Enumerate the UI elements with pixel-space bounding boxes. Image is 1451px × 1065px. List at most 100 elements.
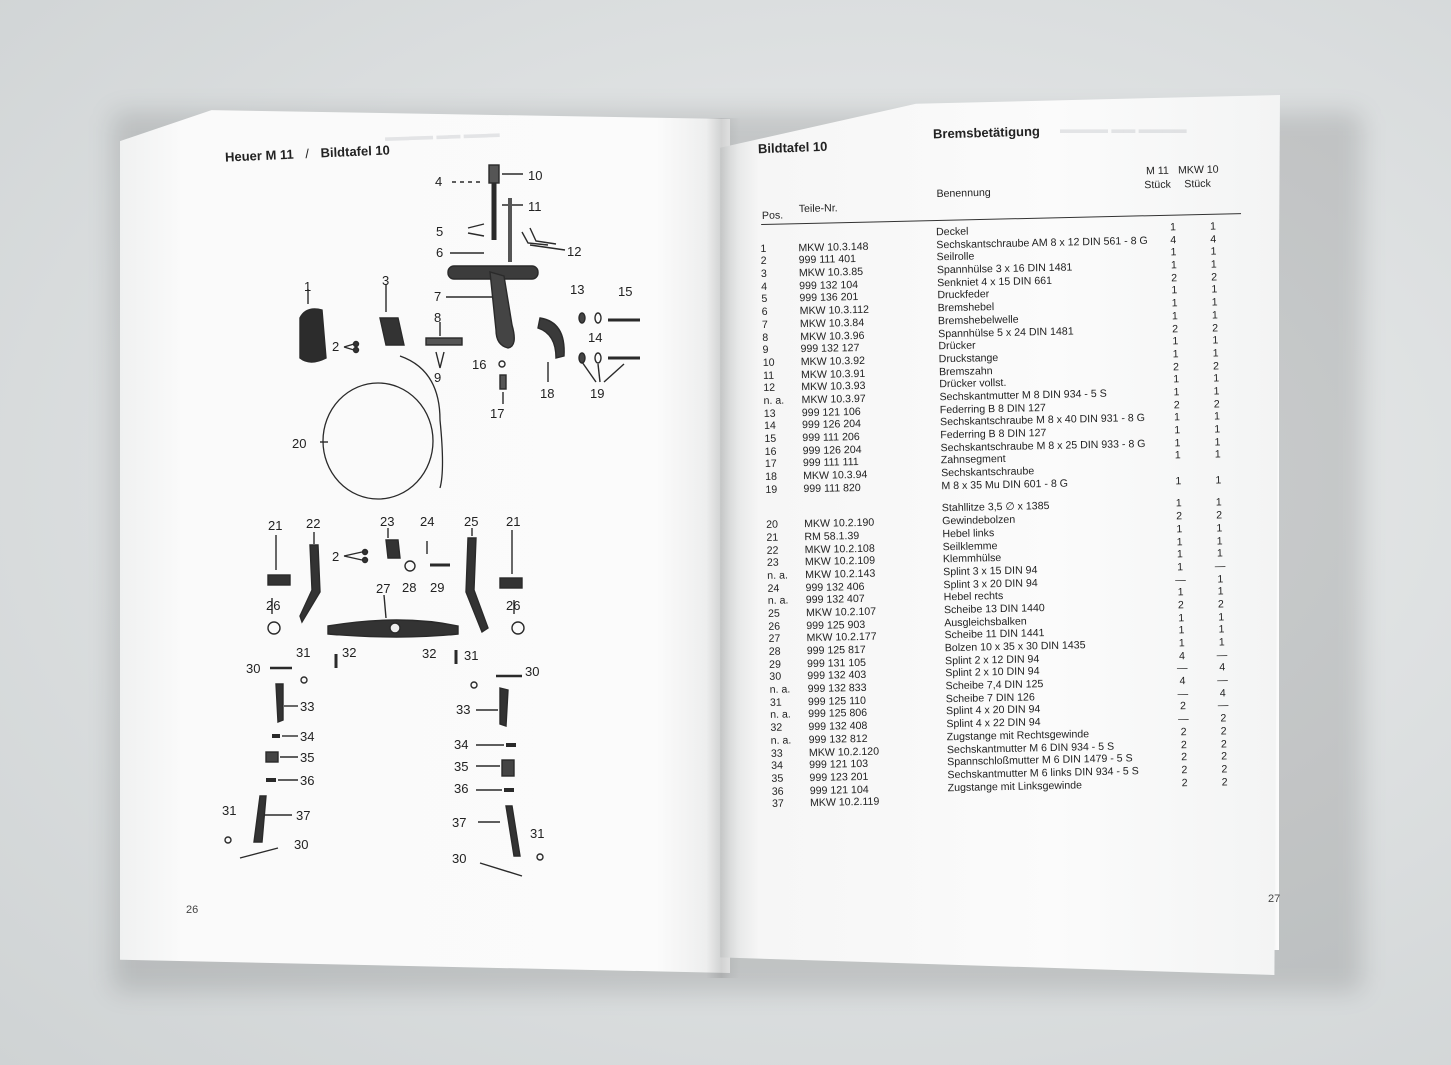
- qty-mkw10-cell: 1: [1211, 283, 1218, 296]
- pos-cell: 7: [761, 318, 769, 331]
- book-gutter: [706, 118, 740, 978]
- pos-cell: 5: [761, 293, 768, 306]
- qty-m11-cell: 2: [1180, 738, 1187, 751]
- qty-m11-cell: 1: [1174, 424, 1181, 437]
- pos-cell: 32: [770, 721, 783, 735]
- pos-cell: 27: [768, 632, 781, 646]
- pos-cell: 1: [760, 242, 767, 255]
- pos-cell: 37: [771, 797, 784, 811]
- qty-mkw10-cell: 1: [1216, 522, 1223, 535]
- qty-mkw10-cell: —: [1217, 699, 1229, 712]
- pos-cell: 10: [762, 356, 775, 369]
- qty-mkw10-cell: 1: [1210, 258, 1217, 271]
- qty-mkw10-cell: 2: [1220, 712, 1227, 725]
- qty-m11-cell: 1: [1170, 259, 1177, 272]
- qty-m11-cell: 1: [1171, 297, 1178, 310]
- qty-mkw10-cell: 4: [1219, 661, 1226, 674]
- left-page-number: 26: [186, 904, 199, 916]
- qty-m11-cell: 1: [1178, 637, 1185, 650]
- column-headers: Pos. Teile-Nr. Benennung M 11 Stück MKW …: [760, 163, 1261, 225]
- qty-mkw10-cell: 1: [1212, 334, 1219, 347]
- qty-m11-cell: 1: [1174, 449, 1181, 462]
- pos-cell: 14: [763, 420, 777, 433]
- qty-m11-cell: 1: [1178, 611, 1185, 624]
- plate-title: Bildtafel 10: [320, 142, 391, 161]
- pos-cell: 18: [765, 470, 778, 484]
- qty-m11-cell: —: [1174, 573, 1186, 586]
- pos-cell: n. a.: [770, 708, 791, 722]
- qty-m11-cell: 2: [1172, 322, 1179, 335]
- pos-cell: 21: [766, 531, 779, 544]
- pos-cell: 3: [760, 267, 767, 281]
- qty-m11-cell: 2: [1181, 764, 1188, 777]
- qty-mkw10-cell: 2: [1221, 763, 1228, 776]
- qty-mkw10-cell: 2: [1220, 725, 1227, 738]
- qty-m11-cell: 1: [1172, 348, 1179, 361]
- qty-mkw10-cell: 2: [1217, 598, 1225, 611]
- qty-mkw10-cell: 1: [1218, 636, 1225, 649]
- pos-cell: [766, 506, 796, 507]
- pos-cell: 15: [764, 432, 777, 445]
- col-m11-header-1: M 11: [1145, 164, 1169, 178]
- qty-mkw10-cell: 1: [1216, 534, 1223, 548]
- qty-m11-cell: 2: [1181, 751, 1188, 764]
- qty-m11-cell: 1: [1177, 561, 1184, 574]
- pos-cell: n. a.: [770, 734, 792, 747]
- pos-cell: 6: [761, 305, 768, 319]
- qty-m11-cell: 1: [1171, 284, 1178, 297]
- pos-cell: 11: [762, 369, 775, 382]
- qty-m11-cell: —: [1177, 713, 1189, 726]
- qty-mkw10-cell: 1: [1217, 572, 1224, 586]
- pos-cell: 26: [768, 620, 781, 633]
- qty-mkw10-cell: 1: [1211, 309, 1218, 322]
- qty-m11-cell: 4: [1179, 675, 1186, 688]
- qty-m11-cell: 1: [1170, 246, 1177, 259]
- qty-mkw10-cell: —: [1217, 674, 1228, 687]
- qty-m11-cell: 1: [1172, 335, 1179, 348]
- col-m11-header-2: Stück: [1144, 178, 1171, 192]
- qty-mkw10-cell: 1: [1218, 610, 1225, 624]
- pos-cell: 25: [767, 607, 780, 620]
- pos-cell: 19: [765, 483, 778, 496]
- pos-cell: 34: [771, 759, 784, 773]
- col-name-header: Benennung: [936, 186, 991, 200]
- qty-m11-cell: 1: [1176, 523, 1183, 536]
- qty-mkw10-cell: 2: [1220, 737, 1227, 750]
- col-mkw-header-1: MKW 10: [1177, 163, 1219, 177]
- qty-mkw10-cell: 1: [1215, 496, 1222, 509]
- pos-cell: n. a.: [769, 683, 791, 696]
- qty-m11-cell: 2: [1180, 725, 1187, 739]
- qty-m11-cell: 1: [1176, 548, 1183, 561]
- qty-m11-cell: 1: [1169, 221, 1177, 234]
- pos-cell: 29: [768, 658, 782, 671]
- qty-m11-cell: 1: [1176, 535, 1183, 548]
- qty-m11-cell: 2: [1177, 599, 1185, 612]
- qty-mkw10-cell: 1: [1213, 372, 1220, 385]
- bleed-through-text: ▬▬▬▬ ▬▬ ▬▬▬▬: [1060, 122, 1187, 136]
- qty-mkw10-cell: 2: [1212, 321, 1219, 335]
- section-title: Bremsbetätigung: [932, 123, 1041, 142]
- qty-m11-cell: 1: [1175, 497, 1182, 510]
- qty-mkw10-cell: 2: [1211, 271, 1218, 284]
- qty-mkw10-cell: 1: [1214, 436, 1221, 449]
- pos-cell: n. a.: [767, 594, 789, 608]
- pos-cell: 4: [761, 280, 768, 293]
- pos-cell: 17: [764, 458, 777, 471]
- qty-m11-cell: 4: [1170, 233, 1177, 247]
- col-part-header: Teile-Nr.: [798, 202, 838, 216]
- pos-cell: 35: [771, 772, 784, 785]
- pos-cell: 8: [762, 331, 769, 344]
- qty-m11-cell: —: [1177, 687, 1189, 701]
- qty-mkw10-cell: 1: [1211, 296, 1218, 309]
- qty-mkw10-cell: 4: [1219, 687, 1226, 700]
- qty-m11-cell: 4: [1178, 649, 1186, 663]
- qty-m11-cell: 1: [1177, 586, 1184, 599]
- right-plate-title: Bildtafel 10: [757, 138, 828, 157]
- qty-mkw10-cell: 1: [1213, 410, 1221, 423]
- pos-cell: n. a.: [763, 394, 785, 407]
- qty-m11-cell: 1: [1171, 310, 1178, 323]
- col-pos-header: Pos.: [761, 209, 784, 222]
- qty-m11-cell: 1: [1175, 474, 1182, 488]
